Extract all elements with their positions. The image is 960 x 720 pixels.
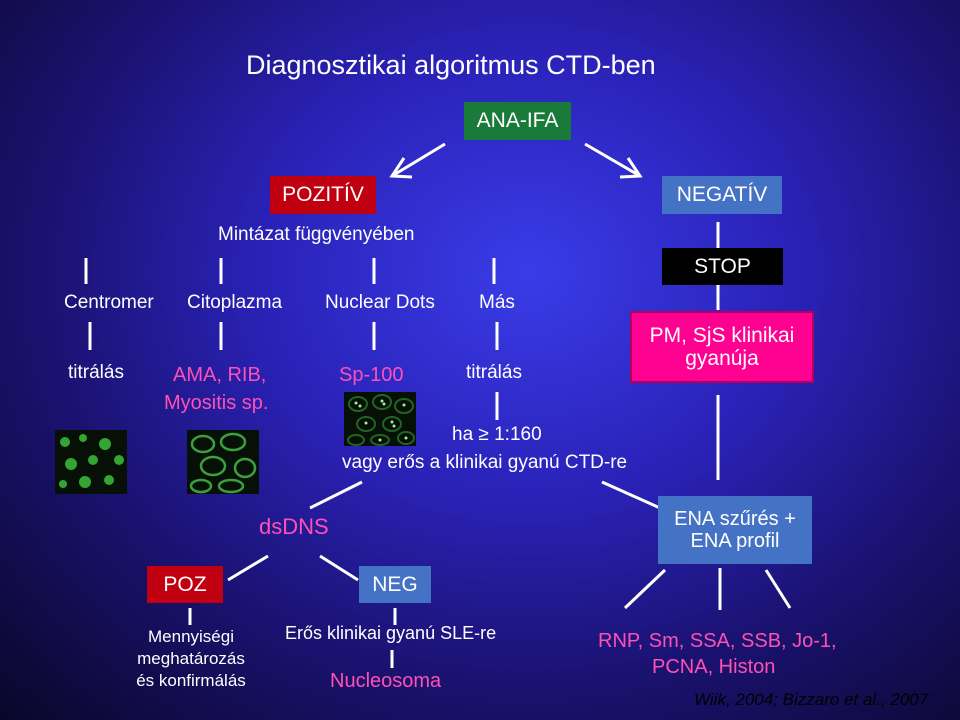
mennyisegi-line2: meghatározás bbox=[137, 649, 245, 668]
poz-box: POZ bbox=[147, 566, 223, 603]
pattern-mas: Más bbox=[479, 292, 515, 313]
vagy-label: vagy erős a klinikai gyanú CTD-re bbox=[342, 452, 628, 473]
negativ-box: NEGATÍV bbox=[662, 176, 782, 214]
ena-box: ENA szűrés + ENA profil bbox=[658, 496, 812, 564]
eros-label: Erős klinikai gyanú SLE-re bbox=[285, 623, 497, 643]
titralas-centromer: titrálás bbox=[68, 362, 124, 383]
ena-line2: ENA profil bbox=[690, 530, 780, 552]
nucleosoma-label: Nucleosoma bbox=[330, 670, 442, 692]
pattern-nuclear-dots: Nuclear Dots bbox=[325, 292, 435, 313]
stop-box: STOP bbox=[662, 248, 783, 285]
rnp-label: RNP, Sm, SSA, SSB, Jo-1, bbox=[598, 630, 837, 652]
mennyisegi-text: Mennyiségi meghatározás és konfirmálás bbox=[116, 626, 266, 692]
ama-rib-label: AMA, RIB, bbox=[173, 364, 267, 386]
centromer-micrograph bbox=[55, 430, 127, 494]
titralas-mas: titrálás bbox=[466, 362, 522, 383]
mennyisegi-line3: és konfirmálás bbox=[136, 671, 246, 690]
pm-sjs-box: PM, SjS klinikai gyanúja bbox=[630, 311, 814, 383]
page-title: Diagnosztikai algoritmus CTD-ben bbox=[246, 50, 656, 80]
citoplazma-micrograph bbox=[187, 430, 259, 494]
neg-box: NEG bbox=[359, 566, 431, 603]
pm-sjs-line1: PM, SjS klinikai bbox=[649, 323, 795, 347]
dsdns-label: dsDNS bbox=[259, 514, 329, 539]
pattern-citoplazma: Citoplazma bbox=[187, 292, 283, 313]
pcna-label: PCNA, Histon bbox=[652, 656, 776, 678]
citation-label: Wiik, 2004; Bizzaro et al., 2007 bbox=[694, 690, 929, 709]
mintazat-label: Mintázat függvényében bbox=[218, 224, 415, 245]
mennyisegi-line1: Mennyiségi bbox=[148, 627, 234, 646]
ena-line1: ENA szűrés + bbox=[674, 508, 796, 530]
ana-ifa-box: ANA-IFA bbox=[464, 102, 571, 140]
ha-threshold-label: ha ≥ 1:160 bbox=[452, 424, 542, 445]
pm-sjs-line2: gyanúja bbox=[685, 347, 759, 370]
nuclear-dots-micrograph bbox=[344, 392, 416, 446]
myositis-label: Myositis sp. bbox=[164, 392, 269, 414]
pozitiv-box: POZITÍV bbox=[270, 176, 376, 214]
sp100-label: Sp-100 bbox=[339, 364, 404, 386]
pattern-centromer: Centromer bbox=[64, 292, 154, 313]
